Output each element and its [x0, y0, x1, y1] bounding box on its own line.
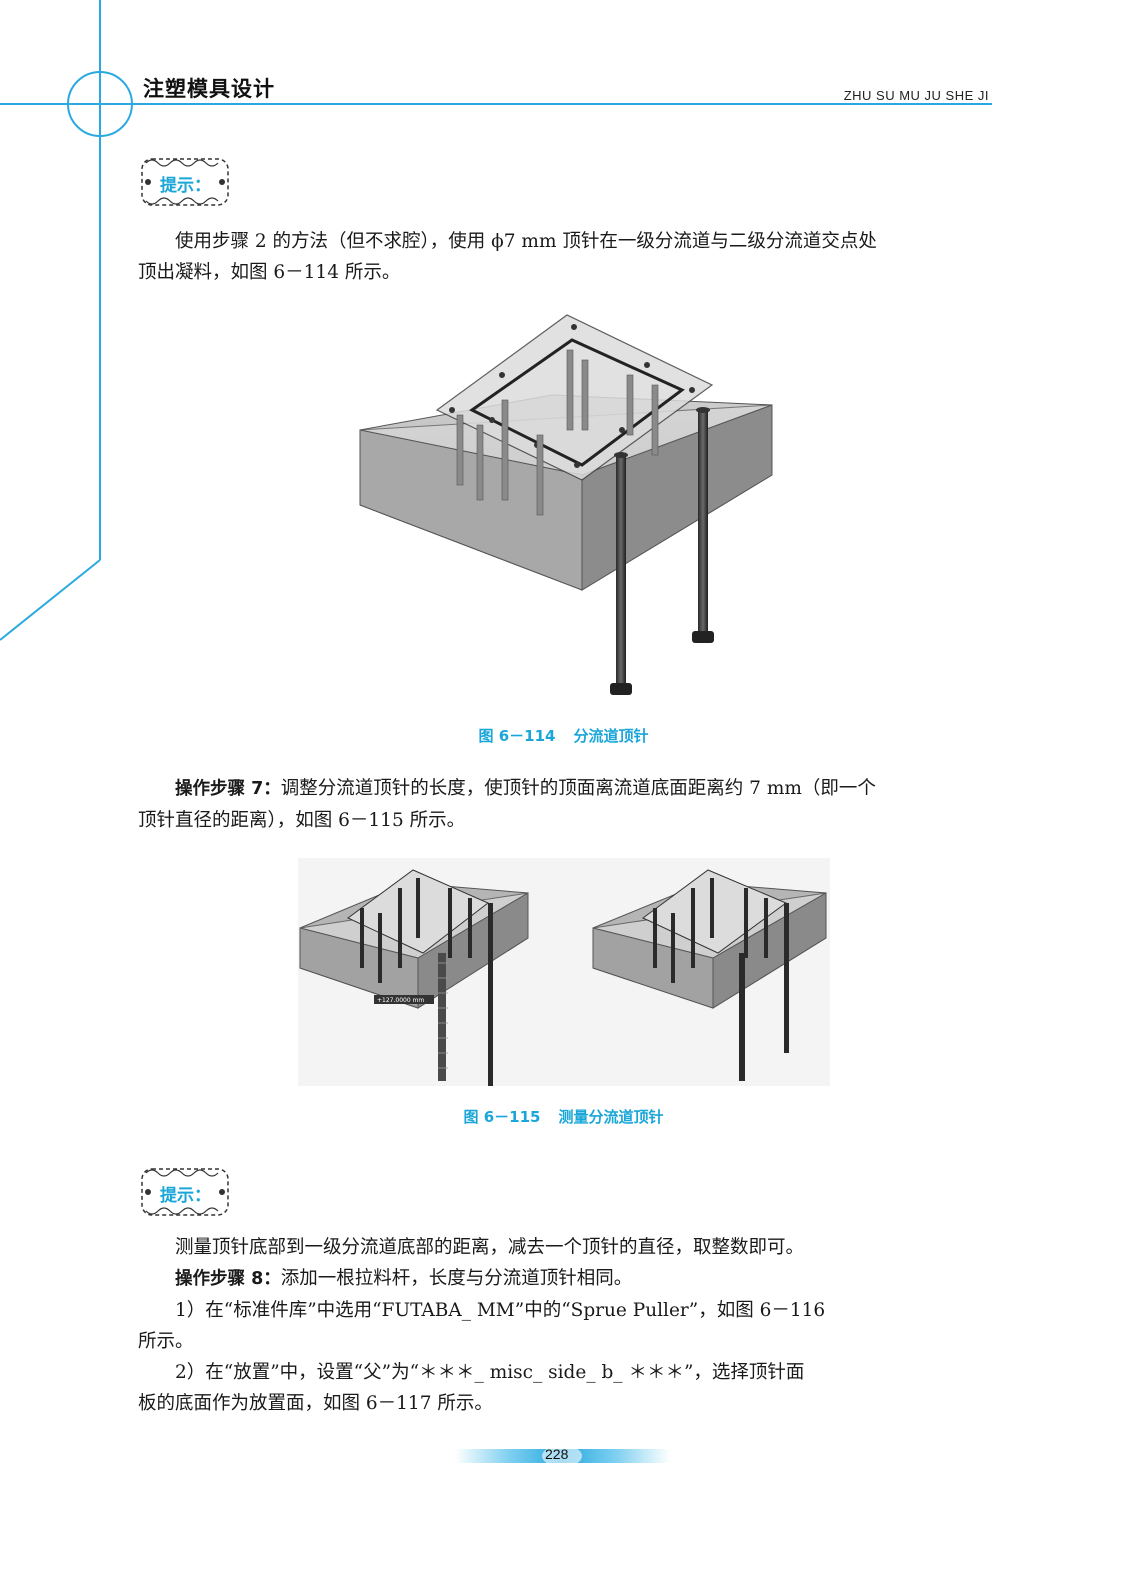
measure-label: +127.0000 mm: [377, 997, 424, 1004]
step-text: 调整分流道顶针的长度，使顶针的顶面离流道底面距离约 7 mm（即一个: [280, 778, 876, 799]
header-decoration: [0, 0, 992, 641]
header-title: 注塑模具设计: [143, 77, 275, 101]
tip-ornament-icon: [141, 158, 229, 206]
page-banner-icon: [455, 1445, 670, 1467]
figure-caption: 图 6－114 分流道顶针: [0, 725, 1127, 746]
tip-label: 提示：: [160, 176, 211, 196]
tip-badge: 提示：: [138, 1163, 232, 1221]
page-number: 228: [545, 1446, 569, 1462]
paragraph-intro: 使用步骤 2 的方法（但不求腔），使用 ϕ7 mm 顶针在一级分流道与二级分流道…: [138, 226, 992, 288]
paragraph-block: 测量顶针底部到一级分流道底部的距离，减去一个顶针的直径，取整数即可。 操作步骤 …: [138, 1232, 992, 1419]
step-text: 添加一根拉料杆，长度与分流道顶针相同。: [280, 1268, 633, 1289]
tip-label: 提示：: [160, 1186, 211, 1206]
figure-caption: 图 6－115 测量分流道顶针: [0, 1106, 1127, 1127]
figure-6-114-runner-ejector: [359, 314, 773, 695]
paragraph-line: 使用步骤 2 的方法（但不求腔），使用 ϕ7 mm 顶针在一级分流道与二级分流道…: [175, 231, 877, 252]
header-pinyin: ZHU SU MU JU SHE JI: [843, 88, 989, 103]
caption-number: 图 6－114: [478, 727, 556, 745]
left-model: +127.0000 mm: [299, 869, 529, 1086]
step-label: 操作步骤 7：: [175, 779, 281, 799]
tip-badge: 提示：: [138, 153, 232, 211]
figure-6-115-measure-ejector: +127.0000 mm: [298, 858, 830, 1086]
caption-title: 分流道顶针: [573, 727, 649, 745]
paragraph-line: 所示。: [138, 1331, 194, 1352]
tip-ornament-icon: [141, 1168, 229, 1216]
caption-number: 图 6－115: [463, 1108, 541, 1126]
paragraph-line: 板的底面作为放置面，如图 6－117 所示。: [138, 1393, 493, 1414]
step-label: 操作步骤 8：: [175, 1269, 281, 1289]
paragraph-line: 2）在“放置”中，设置“父”为“＊＊＊_ misc_ side_ b_ ＊＊＊”…: [175, 1362, 805, 1383]
step-text: 顶针直径的距离），如图 6－115 所示。: [138, 810, 466, 831]
right-model: [592, 869, 827, 1081]
paragraph-line: 1）在“标准件库”中选用“FUTABA_ MM”中的“Sprue Puller”…: [175, 1300, 826, 1321]
paragraph-line: 测量顶针底部到一级分流道底部的距离，减去一个顶针的直径，取整数即可。: [175, 1237, 805, 1258]
paragraph-line: 顶出凝料，如图 6－114 所示。: [138, 262, 401, 283]
step-7: 操作步骤 7：调整分流道顶针的长度，使顶针的顶面离流道底面距离约 7 mm（即一…: [138, 773, 992, 836]
caption-title: 测量分流道顶针: [558, 1108, 664, 1126]
page-number-banner: 228: [455, 1443, 670, 1469]
